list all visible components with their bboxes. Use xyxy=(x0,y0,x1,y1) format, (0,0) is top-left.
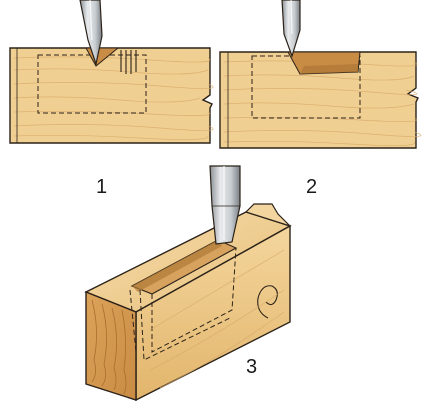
step-1-label: 1 xyxy=(96,176,107,198)
wood-grain-1 xyxy=(13,56,214,140)
mortise-outline-1 xyxy=(37,54,147,114)
mortise-hidden-lines xyxy=(129,247,237,361)
mortise-outline-2 xyxy=(251,55,361,119)
step-2-panel: 2 xyxy=(219,0,422,198)
grain-curl xyxy=(257,285,278,319)
board-2 xyxy=(219,51,419,149)
block-back-tab xyxy=(244,203,291,227)
step-2-label: 2 xyxy=(306,176,317,198)
step-3-panel: 3 xyxy=(84,165,292,402)
step-3-label: 3 xyxy=(246,356,257,378)
chisel-icon xyxy=(281,0,301,58)
chisel-icon xyxy=(209,165,241,245)
wood-grain-2 xyxy=(223,60,422,146)
board-1 xyxy=(9,47,213,144)
chop-marks-1 xyxy=(120,50,137,74)
front-grain xyxy=(149,249,285,389)
step-1-panel: 1 xyxy=(9,0,214,198)
end-grain xyxy=(91,299,127,395)
chisel-icon xyxy=(79,0,103,67)
